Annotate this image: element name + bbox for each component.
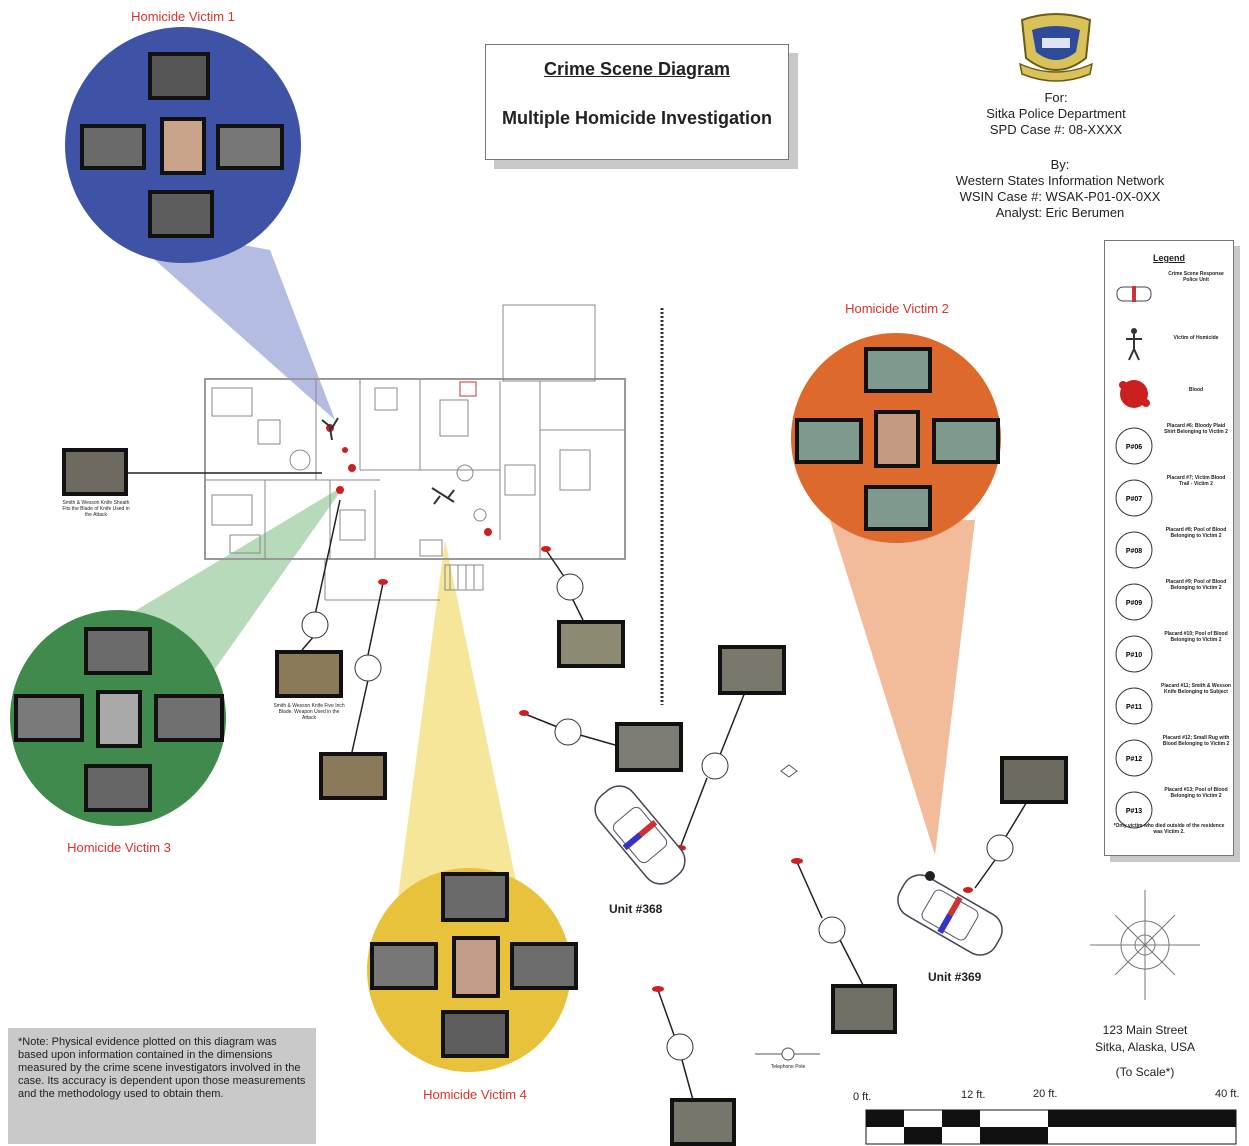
victim4-cone: [395, 540, 520, 920]
victim2-photos: [795, 347, 1000, 531]
placard-icon: P#09: [1115, 583, 1153, 621]
victim4-label: Homicide Victim 4: [423, 1087, 527, 1102]
title-box: Crime Scene Diagram Multiple Homicide In…: [485, 44, 789, 160]
placard-icon: P#12: [1115, 739, 1153, 777]
svg-text:P#13: P#13: [1126, 808, 1142, 815]
blood-icon: [1119, 380, 1150, 408]
unit-369-label: Unit #369: [928, 970, 982, 984]
address-city: Sitka, Alaska, USA: [1094, 1040, 1196, 1054]
legend-item-text: Placard #13; Pool of Blood Belonging to …: [1164, 787, 1228, 799]
wsin-case: WSIN Case #: WSAK-P01-0X-0XX: [959, 189, 1161, 204]
for-block: For: Sitka Police Department SPD Case #:…: [940, 90, 1172, 138]
legend-item-p13: P#13 Placard #13; Pool of Blood Belongin…: [1109, 783, 1229, 833]
victim2-cone: [830, 520, 975, 855]
victim3-photos: [14, 627, 224, 812]
legend-item-text: Placard #11; Smith & Wesson Knife Belong…: [1161, 683, 1231, 695]
victim1-cone: [110, 220, 335, 420]
legend-item-victim: Victim of Homicide: [1109, 317, 1229, 367]
legend-item-text: Victim of Homicide: [1173, 335, 1219, 341]
svg-text:P#12: P#12: [1126, 756, 1142, 763]
svg-text:P#08: P#08: [1126, 548, 1142, 555]
legend-item-text: Placard #8; Pool of Blood Belonging to V…: [1165, 527, 1227, 539]
police-car-icon: [1116, 286, 1152, 302]
department-logo: [1018, 13, 1094, 82]
ground-marker: [780, 764, 798, 778]
placard-icon: P#08: [1115, 531, 1153, 569]
legend-title: Legend: [1152, 253, 1185, 263]
floor-plan: [204, 304, 626, 601]
placard-icon: P#11: [1115, 687, 1153, 725]
department-name: Sitka Police Department: [986, 106, 1126, 121]
scale-tick-0: 0 ft.: [853, 1091, 872, 1103]
spd-case: SPD Case #: 08-XXXX: [989, 122, 1123, 137]
victim3-label: Homicide Victim 3: [67, 840, 171, 855]
legend-item-police-car: Crime Scene Response Police Unit: [1109, 267, 1229, 317]
legend-item-p12: P#12 Placard #12; Small Rug with Blood B…: [1109, 731, 1229, 781]
org-name: Western States Information Network: [955, 173, 1165, 188]
scale-note: (To Scale*): [1115, 1065, 1175, 1079]
diagram-subtitle: Multiple Homicide Investigation: [501, 108, 773, 128]
compass-rose: [1090, 890, 1200, 1000]
svg-text:P#06: P#06: [1126, 444, 1142, 451]
victim4-photos: [370, 872, 578, 1058]
by-block: By: Western States Information Network W…: [930, 157, 1190, 221]
telephone-pole: [755, 1047, 820, 1061]
victim-figure-icon: [1126, 328, 1142, 361]
legend-note: *Only victim who died outside of the res…: [1113, 823, 1225, 835]
svg-text:P#10: P#10: [1126, 652, 1142, 659]
by-label: By:: [1050, 157, 1070, 172]
methodology-note: *Note: Physical evidence plotted on this…: [8, 1028, 316, 1144]
sheath-evidence: [62, 448, 322, 496]
legend-item-text: Placard #6; Bloody Plaid Shirt Belonging…: [1164, 423, 1228, 435]
unit-368-label: Unit #368: [609, 902, 663, 916]
legend-item-blood: Blood: [1109, 367, 1229, 417]
svg-text:P#07: P#07: [1126, 496, 1142, 503]
legend-item-text: Placard #10; Pool of Blood Belonging to …: [1164, 631, 1228, 643]
legend-item-p10: P#10 Placard #10; Pool of Blood Belongin…: [1109, 627, 1229, 677]
knife-caption: Smith & Wesson Knife Five Inch Blade. We…: [273, 703, 345, 721]
placard-leaders: [301, 499, 1029, 1101]
legend-item-text: Placard #9; Pool of Blood Belonging to V…: [1165, 579, 1227, 591]
victim1-photos: [80, 52, 284, 238]
police-car-369: [897, 874, 1003, 956]
svg-text:P#11: P#11: [1126, 704, 1142, 711]
legend-item-p08: P#08 Placard #8; Pool of Blood Belonging…: [1109, 523, 1229, 573]
for-label: For:: [1044, 90, 1068, 105]
scale-tick-12: 12 ft.: [961, 1089, 986, 1101]
victim2-figure-outdoor: [925, 871, 935, 881]
scale-tick-40: 40 ft.: [1215, 1088, 1240, 1100]
legend-item-text: Crime Scene Response Police Unit: [1168, 271, 1224, 283]
legend-panel: Legend Crime Scene Response Police Unit …: [1104, 240, 1234, 856]
victim2-label: Homicide Victim 2: [845, 301, 949, 316]
address-block: 123 Main Street Sitka, Alaska, USA (To S…: [1070, 1022, 1220, 1081]
legend-item-p11: P#11 Placard #11; Smith & Wesson Knife B…: [1109, 679, 1231, 729]
svg-text:P#09: P#09: [1126, 600, 1142, 607]
legend-item-text: Blood: [1188, 387, 1204, 393]
placard-icon: P#06: [1115, 427, 1153, 465]
legend-item-p07: P#07 Placard #7; Victim Blood Trail - Vi…: [1109, 471, 1229, 521]
legend-item-p06: P#06 Placard #6; Bloody Plaid Shirt Belo…: [1109, 419, 1229, 469]
legend-item-p09: P#09 Placard #9; Pool of Blood Belonging…: [1109, 575, 1229, 625]
legend-item-text: Placard #7; Victim Blood Trail - Victim …: [1166, 475, 1226, 487]
address-street: 123 Main Street: [1102, 1023, 1188, 1037]
placard-icon: P#10: [1115, 635, 1153, 673]
scale-bar: [865, 1109, 1237, 1145]
telephone-pole-label: Telephone Pole: [770, 1064, 806, 1070]
scale-tick-20: 20 ft.: [1033, 1088, 1058, 1100]
house-victim-figures: [321, 417, 455, 505]
legend-item-text: Placard #12; Small Rug with Blood Belong…: [1162, 735, 1230, 747]
sheath-caption: Smith & Wesson Knife Sheath Fits the Bla…: [62, 500, 130, 518]
victim1-label: Homicide Victim 1: [131, 9, 235, 24]
placard-icon: P#13: [1115, 791, 1153, 829]
evidence-photos: [275, 620, 1068, 1146]
police-car-368: [594, 785, 686, 885]
diagram-title: Crime Scene Diagram: [543, 59, 731, 79]
placard-markers: [301, 573, 1014, 1061]
analyst-name: Analyst: Eric Berumen: [995, 205, 1125, 220]
placard-icon: P#07: [1115, 479, 1153, 517]
